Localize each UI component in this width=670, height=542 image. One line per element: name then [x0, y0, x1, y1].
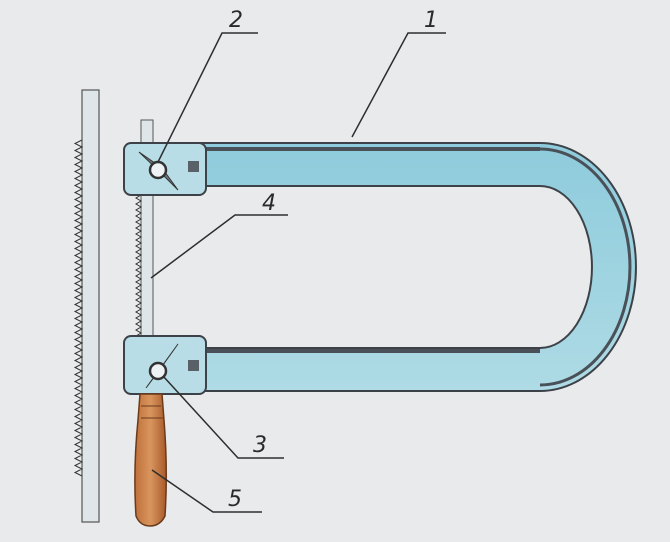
saw-frame [189, 142, 637, 392]
leader-5 [151, 469, 262, 513]
leader-2 [157, 32, 258, 163]
spare-blade [73, 89, 100, 523]
handle [134, 393, 168, 527]
top-clamp [123, 142, 207, 196]
callout-number-3: 3 [253, 433, 267, 458]
leader-lines [150, 32, 446, 513]
leader-3 [162, 375, 284, 459]
leader-1 [351, 32, 446, 138]
callout-number-4: 4 [262, 191, 276, 216]
leader-4 [150, 214, 288, 279]
bottom-clamp [123, 335, 207, 395]
callout-number-1: 1 [424, 8, 438, 33]
callout-number-5: 5 [228, 487, 242, 512]
callout-number-2: 2 [229, 8, 243, 33]
